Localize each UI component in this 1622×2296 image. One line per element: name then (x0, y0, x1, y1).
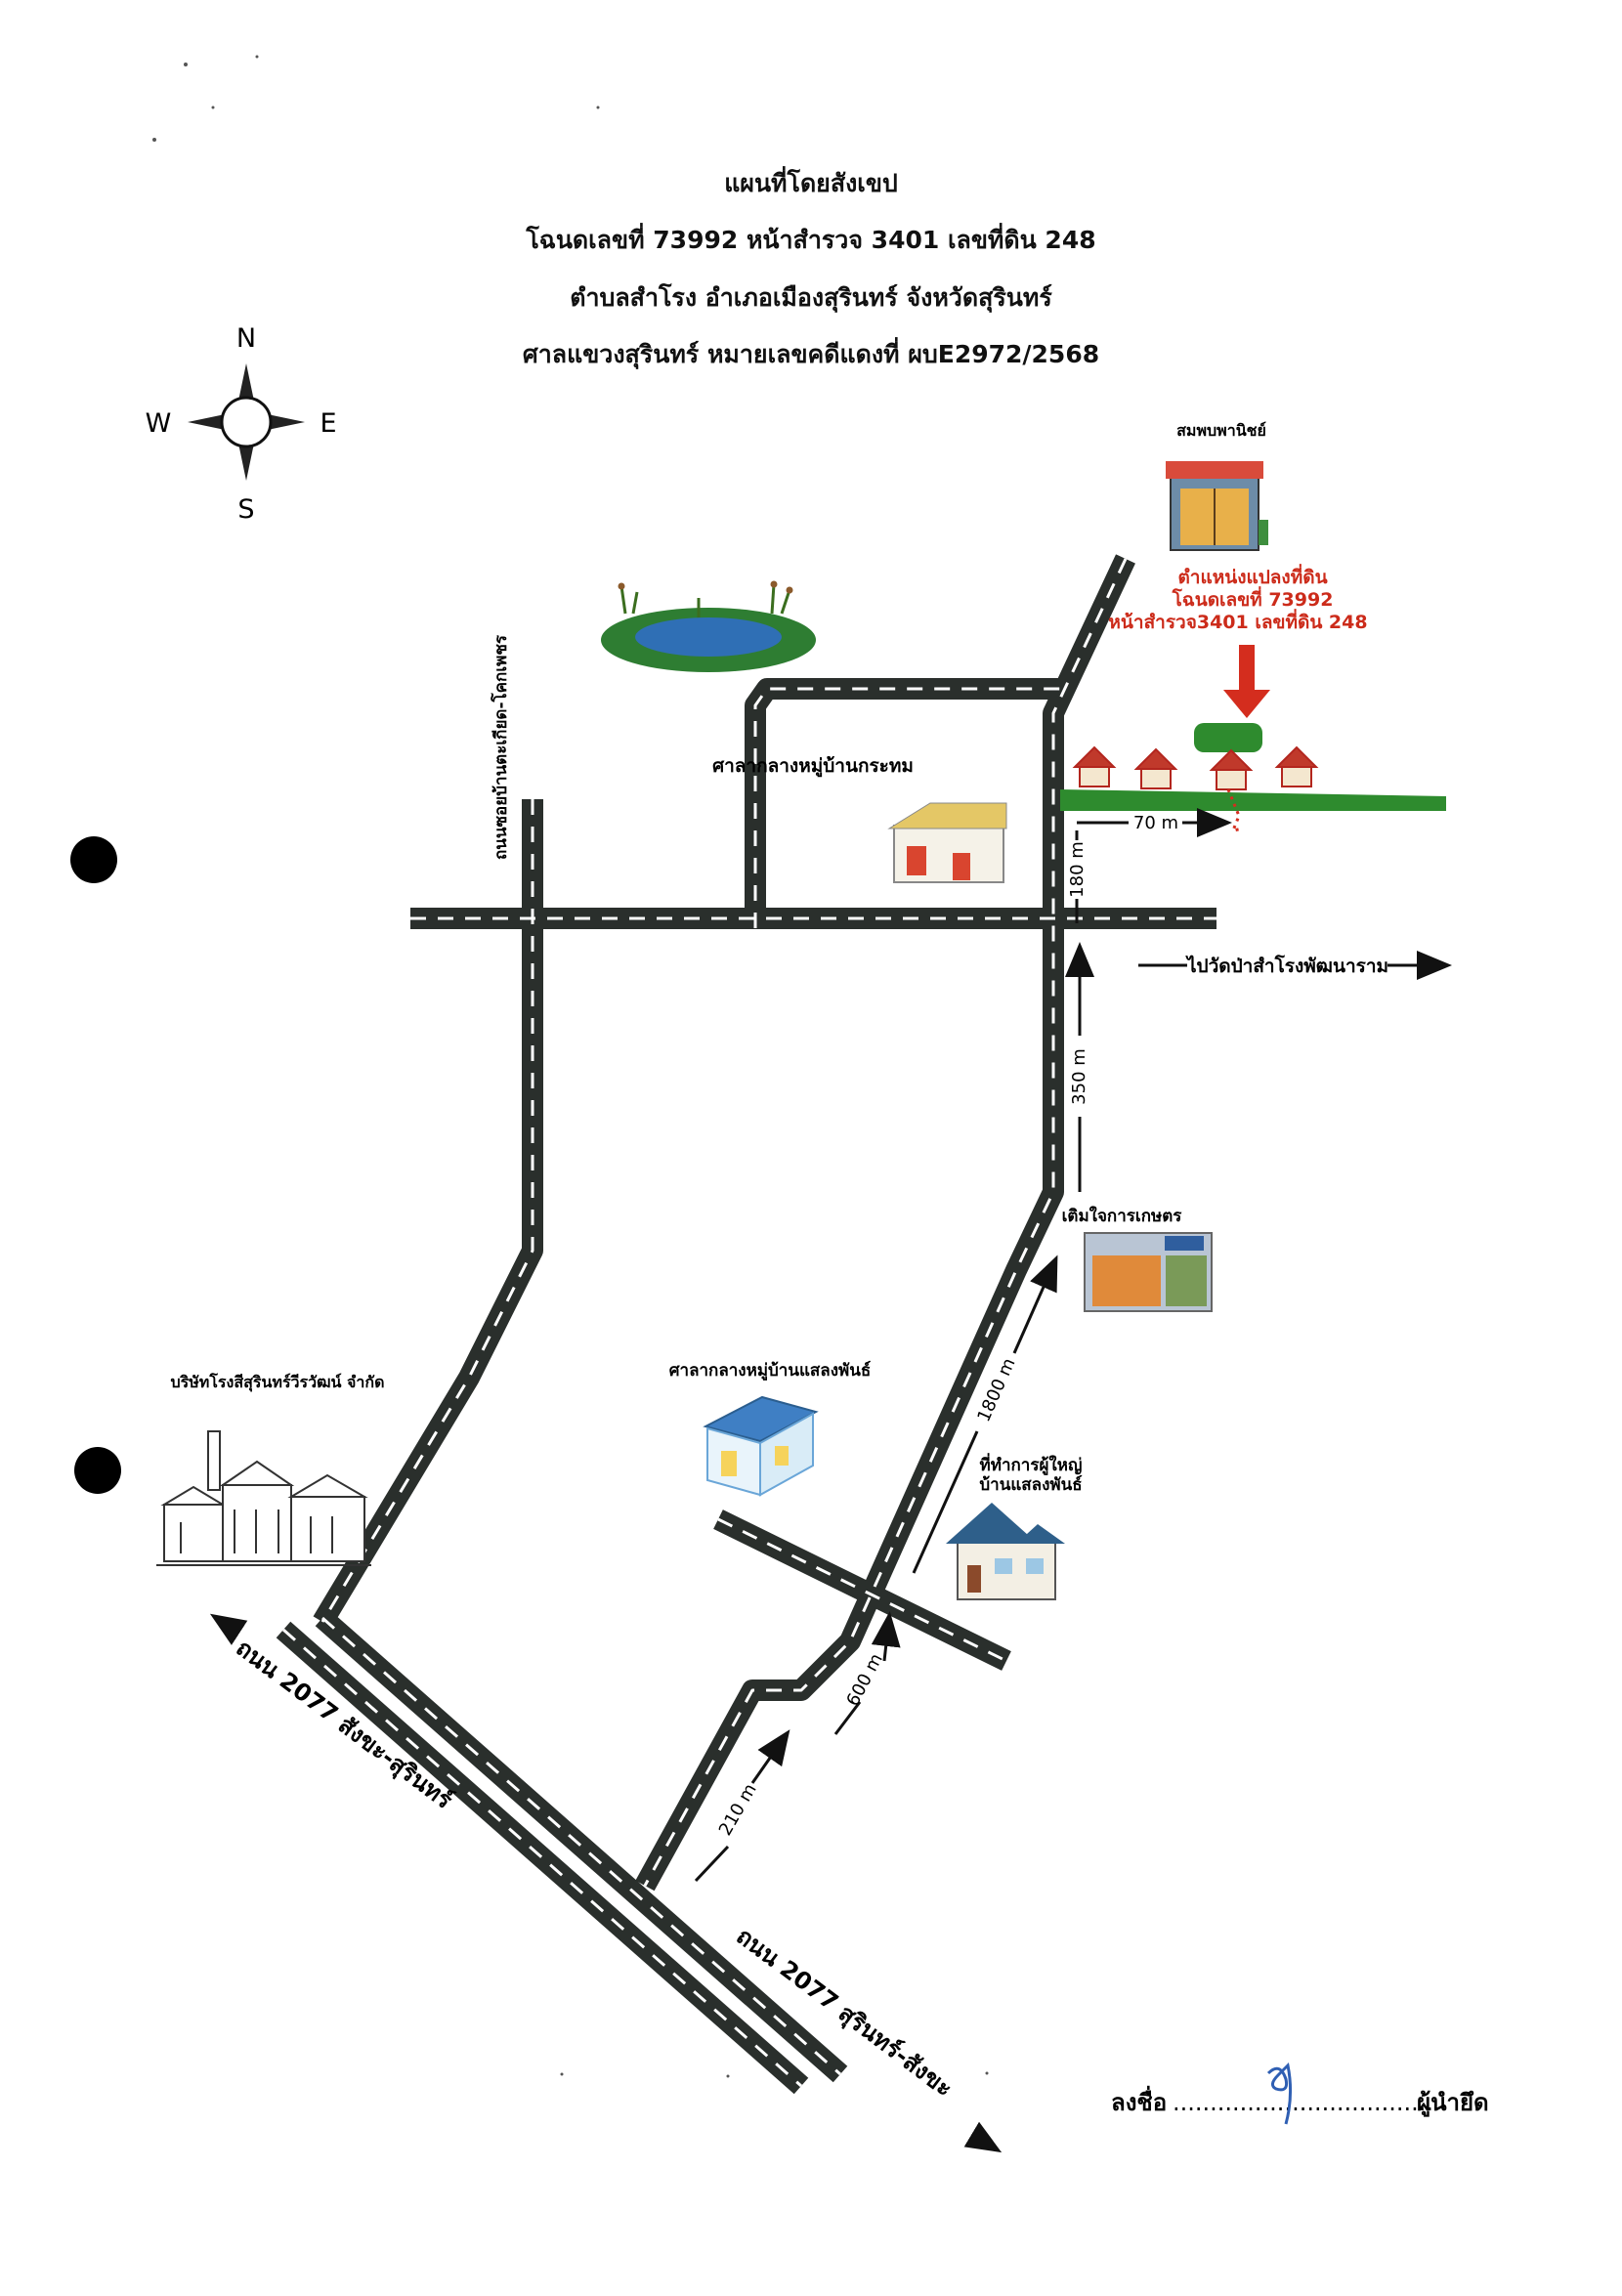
court-line: ศาลแขวงสุรินทร์ หมายเลขคดีแดงที่ ผบE2972… (522, 340, 1100, 368)
map-title: แผนที่โดยสังเขป (724, 169, 898, 197)
compass-s: S (237, 494, 254, 525)
house-icon (1209, 748, 1254, 790)
factory-label: บริษัทโรงสีสุรินทร์วีรวัฒน์ จำกัด (170, 1372, 384, 1392)
distance-350: 350 m (1069, 1048, 1089, 1105)
signature-dots: ................................... (1173, 2089, 1433, 2116)
plot-caption-line2: โฉนดเลขที่ 73992 (1172, 586, 1334, 611)
compass-e: E (320, 408, 336, 439)
shop-icon (1166, 461, 1268, 551)
sala-saeng-label: ศาลากลางหมู่บ้านแสลงพันธ์ (669, 1360, 871, 1382)
signature-label: ลงชื่อ (1111, 2085, 1167, 2116)
plot-caption-line3: หน้าสำรวจ3401 เลขที่ดิน 248 (1108, 609, 1367, 633)
scan-specks (152, 55, 989, 2078)
factory-icon (156, 1430, 371, 1566)
distance-600: 600 m (842, 1650, 887, 1710)
plot-area (1060, 723, 1446, 833)
punch-hole (70, 836, 117, 883)
house-icon (1274, 745, 1319, 787)
sala-icon (703, 1395, 819, 1497)
house-icon (1133, 747, 1178, 789)
distance-70: 70 m (1133, 813, 1178, 833)
pond-icon (601, 580, 816, 672)
house-icon (946, 1503, 1065, 1600)
side-road-label: ถนนซอยบ้านตะเกียด-โคกเพชร (491, 634, 511, 860)
deed-line: โฉนดเลขที่ 73992 หน้าสำรวจ 3401 เลขที่ดิ… (526, 226, 1096, 254)
distance-marks (694, 808, 1452, 1883)
location-line: ตำบลสำโรง อำเภอเมืองสุรินทร์ จังหวัดสุริ… (570, 283, 1052, 312)
compass-n: N (236, 323, 256, 354)
highway-arrow (963, 2121, 1003, 2153)
distance-180: 180 m (1067, 841, 1088, 898)
compass-w: W (146, 408, 172, 439)
sala-icon (887, 802, 1007, 883)
headman-label-line2: บ้านแสลงพันธ์ (979, 1474, 1082, 1495)
punch-hole (74, 1447, 121, 1494)
road-network (276, 554, 1216, 2095)
headman-label-line1: ที่ทำการผู้ใหญ่ (980, 1453, 1083, 1476)
shop-top-label: สมพบพานิชย์ (1176, 421, 1266, 440)
highway-arrow (209, 1613, 248, 1645)
house-icon (1072, 745, 1117, 787)
target-plot (1194, 723, 1262, 752)
farm-shop-label: เติมใจการเกษตร (1062, 1206, 1183, 1226)
signature-scribble (1266, 2062, 1293, 2125)
compass-rose-icon: N S W E (146, 323, 337, 525)
farm-shop-icon (1084, 1232, 1213, 1312)
plot-caption-line1: ตำแหน่งแปลงที่ดิน (1177, 564, 1327, 588)
highway-upper-label: ถนน 2077 สังขะ-สุรินทร์ (230, 1634, 457, 1815)
signature-role: ผู้นำยึด (1417, 2089, 1489, 2117)
distance-210: 210 m (715, 1780, 761, 1839)
red-arrow-icon (1223, 645, 1270, 718)
sala-krathom-label: ศาลากลางหมู่บ้านกระทม (712, 755, 914, 778)
to-wat-label: ไปวัดป่าสำโรงพัฒนาราม (1185, 955, 1388, 977)
